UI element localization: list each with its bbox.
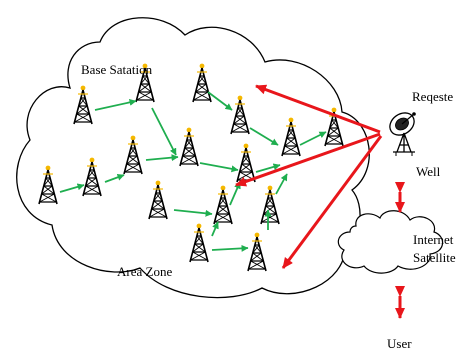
link-arrow <box>207 91 233 111</box>
area-zone-label: Area Zone <box>117 264 173 279</box>
link-arrow <box>94 98 137 111</box>
link-arrow <box>299 131 327 146</box>
request-arrows <box>235 84 383 269</box>
link-arrow <box>173 209 213 217</box>
link-arrow <box>249 127 279 146</box>
base-station-label: Base Satation <box>81 62 153 77</box>
internet-label: Internet <box>413 232 454 247</box>
tower-link-arrows <box>59 91 327 252</box>
link-arrow <box>211 221 219 237</box>
request-arrow <box>281 135 383 269</box>
link-arrow <box>104 173 125 183</box>
link-arrow <box>199 162 239 173</box>
internet-cloud-icon <box>337 210 444 274</box>
link-arrow <box>275 173 288 195</box>
link-arrow <box>145 154 179 162</box>
request-arrow <box>235 132 381 187</box>
link-arrow <box>59 183 85 193</box>
satellite-label: Satellite <box>413 250 456 265</box>
link-arrow <box>211 244 249 252</box>
satellite-dish-icon <box>389 112 416 156</box>
request-label: Reqeste <box>412 89 454 104</box>
request-arrow <box>255 84 381 134</box>
link-arrow <box>255 163 281 173</box>
user-label: User <box>387 336 412 351</box>
well-label: Well <box>416 164 441 179</box>
link-arrow <box>151 107 177 156</box>
